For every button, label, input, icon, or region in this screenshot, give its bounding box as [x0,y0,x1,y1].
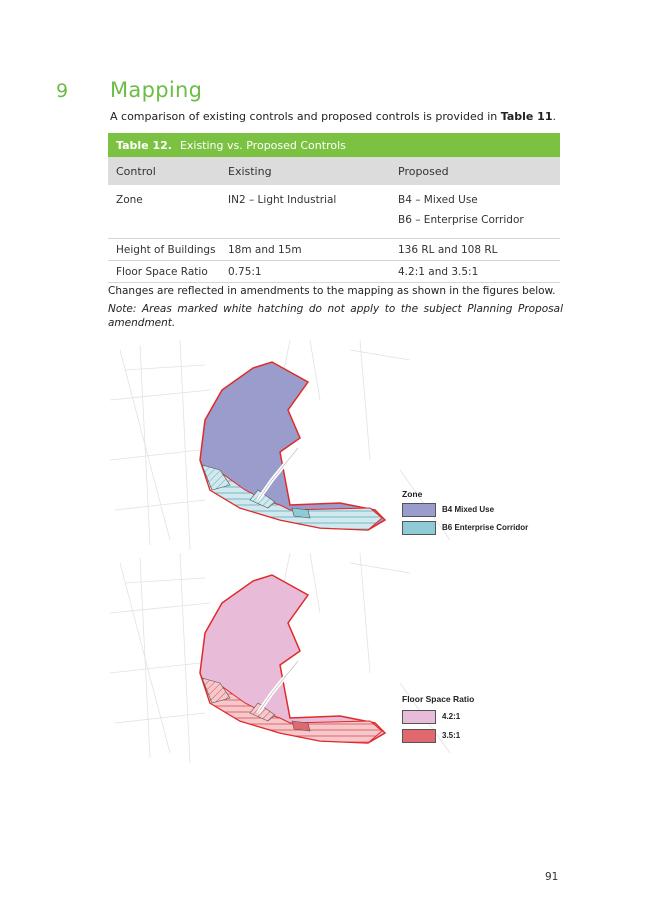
header-proposed: Proposed [390,157,560,185]
legend-label-4-2: 4.2:1 [442,712,461,721]
intro-paragraph: A comparison of existing controls and pr… [110,110,570,123]
changes-paragraph: Changes are reflected in amendments to t… [108,285,556,297]
cell-proposed: 136 RL and 108 RL [390,238,560,261]
section-title: Mapping [110,78,203,102]
table-caption: Table 12. Existing vs. Proposed Controls [108,133,560,157]
legend-swatch-b4 [402,503,436,517]
table-row: Zone IN2 – Light Industrial B4 – Mixed U… [108,185,560,239]
fsr-legend-title: Floor Space Ratio [402,694,475,704]
legend-swatch-3-5 [402,729,436,743]
intro-text: A comparison of existing controls and pr… [110,110,501,123]
table-caption-text: Existing vs. Proposed Controls [179,138,346,152]
table-reference: Table 11 [500,110,553,123]
fsr-diag-area [201,677,231,704]
cell-existing: IN2 – Light Industrial [220,185,390,239]
b6-solid-area [291,507,311,519]
cell-proposed: 4.2:1 and 3.5:1 [390,260,560,283]
table-caption-label: Table 12. [116,138,172,152]
fsr-3-5-hatched-area [201,677,383,744]
fsr-solid-area [291,720,311,732]
table-header-row: Control Existing Proposed [108,157,560,185]
access-road-outline [257,447,299,501]
site-boundary-fsr [199,574,387,744]
legend-label-b4: B4 Mixed Use [442,505,495,514]
legend-swatch-b6 [402,521,436,535]
cell-control: Floor Space Ratio [108,260,220,283]
cell-existing: 18m and 15m [220,238,390,261]
fsr-diag-area-2 [249,702,276,722]
intro-end: . [552,110,557,123]
cell-proposed: B4 – Mixed Use B6 – Enterprise Corridor [390,185,560,239]
header-existing: Existing [220,157,390,185]
table-row: Height of Buildings 18m and 15m 136 RL a… [108,238,560,261]
legend-label-3-5: 3.5:1 [442,731,461,740]
legend-swatch-4-2 [402,710,436,724]
legend-label-b6: B6 Enterprise Corridor [442,523,529,532]
zone-legend-title: Zone [402,489,423,499]
table-row: Floor Space Ratio 0.75:1 4.2:1 and 3.5:1 [108,260,560,283]
cell-control: Zone [108,185,220,239]
note-paragraph: Note: Areas marked white hatching do not… [108,303,563,329]
access-road-outline [257,660,299,714]
header-control: Control [108,157,220,185]
proposed-line: B6 – Enterprise Corridor [398,214,524,226]
b6-diag-area-2 [249,489,276,509]
table-caption-row: Table 12. Existing vs. Proposed Controls [108,133,560,157]
fsr-map [110,553,451,763]
site-boundary-zone [199,361,387,531]
zone-map [110,340,451,550]
b6-diag-area [201,464,231,491]
controls-table: Table 12.Existing vs. Proposed Controls … [108,133,560,283]
cell-existing: 0.75:1 [220,260,390,283]
basemap-streets [110,340,451,550]
section-number: 9 [56,80,69,102]
b6-hatched-area [201,464,383,531]
page-number: 91 [545,871,559,883]
cell-control: Height of Buildings [108,238,220,261]
proposed-line: B4 – Mixed Use [398,194,478,206]
